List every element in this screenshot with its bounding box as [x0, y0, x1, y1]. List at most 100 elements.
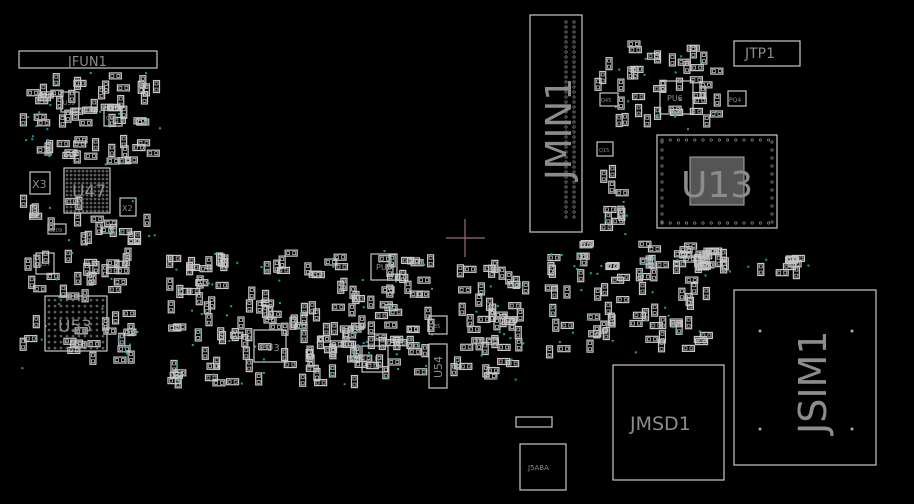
passive-component[interactable] — [133, 117, 147, 125]
passive-component[interactable] — [317, 335, 331, 343]
passive-component[interactable] — [417, 276, 431, 284]
component-jsim1[interactable]: JSIM1 — [733, 289, 877, 466]
passive-component[interactable] — [33, 254, 41, 268]
passive-component[interactable] — [26, 89, 40, 97]
passive-component[interactable] — [427, 254, 435, 268]
passive-component[interactable] — [594, 287, 602, 301]
passive-component[interactable] — [378, 336, 386, 351]
passive-component[interactable] — [512, 275, 520, 290]
passive-component[interactable] — [497, 343, 511, 352]
passive-component[interactable] — [631, 92, 646, 101]
passive-component[interactable] — [312, 308, 321, 322]
component-u47[interactable]: U47 — [63, 167, 111, 214]
passive-component[interactable] — [324, 258, 338, 266]
passive-component[interactable] — [330, 340, 344, 348]
passive-component[interactable] — [58, 114, 67, 128]
passive-component[interactable] — [367, 295, 375, 309]
passive-component[interactable] — [599, 70, 607, 85]
component-pu5[interactable]: PU5 — [370, 253, 398, 281]
passive-component[interactable] — [408, 348, 422, 356]
passive-component[interactable] — [475, 293, 483, 307]
passive-component[interactable] — [152, 79, 161, 94]
passive-component[interactable] — [350, 374, 359, 389]
passive-component[interactable] — [563, 285, 571, 299]
passive-component[interactable] — [230, 331, 244, 339]
passive-component[interactable] — [493, 317, 501, 331]
passive-component[interactable] — [328, 364, 337, 378]
component-q37[interactable]: Q37 — [35, 252, 55, 275]
passive-component[interactable] — [260, 299, 275, 307]
passive-component[interactable] — [608, 180, 616, 194]
passive-component[interactable] — [308, 301, 316, 315]
passive-component[interactable] — [194, 328, 202, 342]
passive-component[interactable] — [367, 321, 375, 335]
passive-component[interactable] — [245, 358, 253, 373]
component-u39[interactable]: U39 — [60, 91, 80, 113]
component-q15[interactable]: Q15 — [596, 141, 614, 157]
passive-component[interactable] — [111, 311, 120, 325]
passive-component[interactable] — [550, 285, 559, 300]
passive-component[interactable] — [775, 269, 789, 277]
passive-component[interactable] — [607, 312, 615, 326]
passive-component[interactable] — [395, 273, 409, 282]
passive-component[interactable] — [785, 255, 799, 263]
passive-component[interactable] — [576, 252, 590, 260]
passive-component[interactable] — [103, 327, 117, 335]
passive-component[interactable] — [221, 254, 229, 268]
passive-component[interactable] — [108, 143, 116, 157]
passive-component[interactable] — [690, 281, 698, 295]
passive-component[interactable] — [84, 230, 92, 244]
passive-component[interactable] — [646, 52, 661, 60]
passive-component[interactable] — [648, 254, 656, 269]
passive-component[interactable] — [186, 262, 194, 276]
component-x2[interactable]: X2 — [119, 197, 137, 217]
passive-component[interactable] — [719, 248, 727, 263]
component-jtp1[interactable]: JTP1 — [733, 40, 801, 67]
passive-component[interactable] — [127, 237, 141, 246]
passive-component[interactable] — [108, 72, 122, 80]
passive-component[interactable] — [389, 308, 403, 316]
component-pq4[interactable]: PQ4 — [727, 90, 747, 107]
passive-component[interactable] — [645, 335, 659, 343]
passive-component[interactable] — [545, 345, 554, 359]
passive-component[interactable] — [168, 254, 182, 263]
component-j5aba[interactable]: J5ABA — [515, 416, 567, 491]
passive-component[interactable] — [588, 330, 602, 338]
passive-component[interactable] — [166, 277, 174, 291]
passive-component[interactable] — [71, 107, 80, 121]
passive-component[interactable] — [685, 276, 699, 284]
passive-component[interactable] — [485, 297, 494, 311]
passive-component[interactable] — [113, 356, 127, 364]
component-q45[interactable]: Q45 — [599, 92, 619, 107]
passive-component[interactable] — [382, 366, 390, 380]
passive-component[interactable] — [205, 313, 213, 327]
passive-component[interactable] — [709, 110, 724, 118]
passive-component[interactable] — [604, 211, 612, 225]
passive-component[interactable] — [342, 331, 357, 339]
passive-component[interactable] — [603, 205, 617, 214]
component-pu2[interactable]: PU2 — [361, 345, 389, 373]
passive-component[interactable] — [206, 362, 220, 370]
passive-component[interactable] — [104, 219, 118, 227]
passive-component[interactable] — [92, 260, 100, 275]
passive-component[interactable] — [681, 344, 696, 352]
passive-component[interactable] — [323, 346, 338, 354]
passive-component[interactable] — [91, 138, 100, 152]
passive-component[interactable] — [649, 321, 663, 330]
passive-component[interactable] — [24, 257, 32, 271]
component-jfun1[interactable]: JFUN1 — [18, 50, 158, 70]
passive-component[interactable] — [261, 289, 270, 303]
passive-component[interactable] — [263, 261, 271, 275]
component-u13[interactable]: U13 — [656, 134, 778, 229]
passive-component[interactable] — [611, 217, 625, 225]
passive-component[interactable] — [650, 268, 658, 282]
passive-component[interactable] — [121, 145, 129, 159]
passive-component[interactable] — [358, 315, 366, 329]
passive-component[interactable] — [508, 302, 522, 310]
passive-component[interactable] — [102, 80, 110, 94]
passive-component[interactable] — [560, 321, 574, 330]
passive-component[interactable] — [351, 294, 366, 303]
passive-component[interactable] — [56, 96, 64, 110]
passive-component[interactable] — [187, 287, 201, 296]
passive-component[interactable] — [702, 286, 710, 301]
